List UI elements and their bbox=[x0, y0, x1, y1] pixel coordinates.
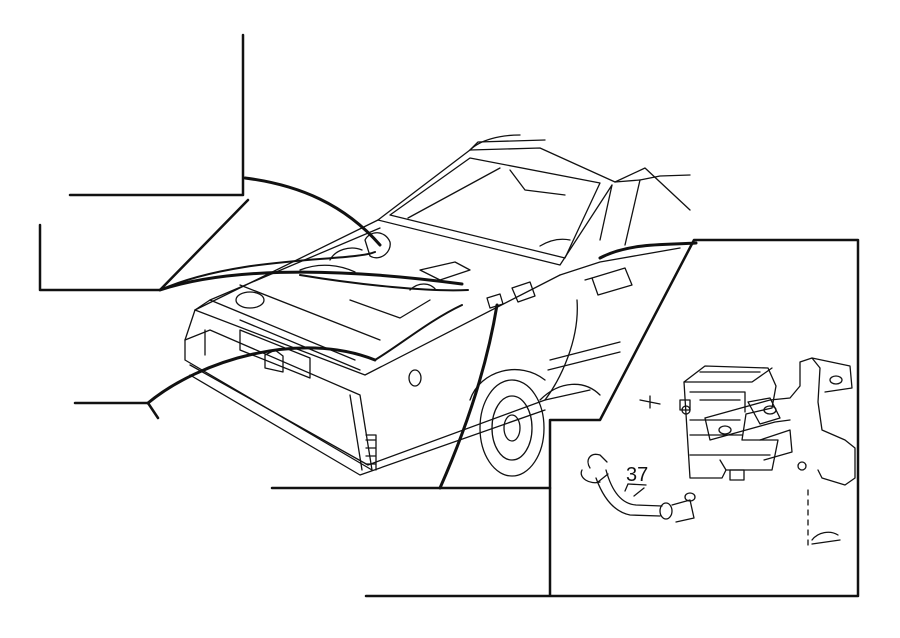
leader-lines bbox=[146, 176, 698, 490]
callout-frame-detail bbox=[364, 238, 860, 598]
callout-frame-top-left bbox=[38, 33, 250, 292]
leader-lines-thin bbox=[159, 251, 469, 361]
callout-frame-left bbox=[73, 401, 160, 420]
control-unit-illustration bbox=[639, 357, 856, 546]
callout-label-37: 37 bbox=[626, 464, 649, 486]
car-illustration bbox=[184, 134, 691, 477]
hose-illustration bbox=[580, 453, 696, 523]
